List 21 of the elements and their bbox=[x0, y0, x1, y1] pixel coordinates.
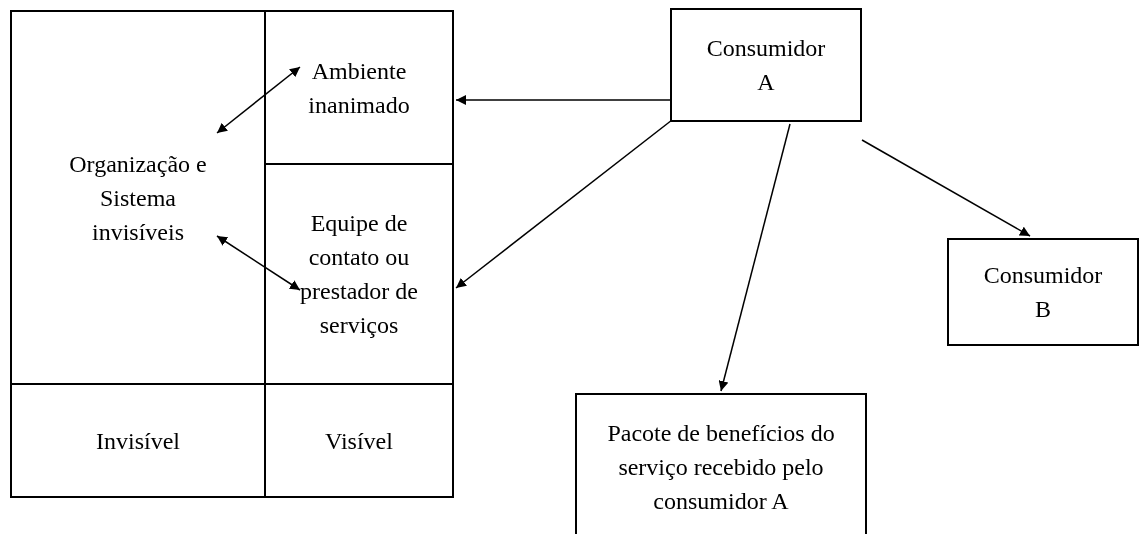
node-label: Equipe de contato ou prestador de serviços bbox=[299, 209, 419, 340]
arrow bbox=[861, 139, 1031, 237]
arrow bbox=[718, 123, 791, 392]
arrow bbox=[216, 235, 301, 291]
process-box bbox=[575, 393, 867, 534]
process-box bbox=[670, 8, 862, 122]
table-cell bbox=[10, 383, 266, 498]
table-cell bbox=[10, 10, 266, 385]
process-box bbox=[947, 238, 1139, 346]
arrow bbox=[455, 119, 673, 289]
table-cell bbox=[264, 383, 454, 498]
node-label: Organização e Sistema invisíveis bbox=[68, 149, 208, 247]
table-cell bbox=[264, 10, 454, 165]
arrow bbox=[216, 66, 301, 134]
arrow bbox=[455, 95, 671, 105]
node-label: Ambiente inanimado bbox=[307, 56, 411, 120]
node-label: Consumidor B bbox=[982, 261, 1104, 324]
node-label: Pacote de benefícios do serviço recebido pelo consumidor A bbox=[606, 418, 836, 516]
node-label: Visível bbox=[324, 426, 394, 456]
node-label: Consumidor A bbox=[705, 34, 827, 97]
node-label: Invisível bbox=[95, 426, 181, 456]
